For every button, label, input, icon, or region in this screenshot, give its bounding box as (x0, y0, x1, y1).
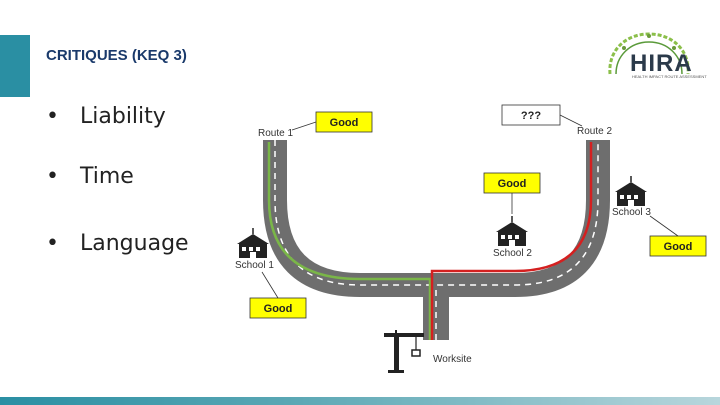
route1-rating-text: Good (330, 117, 359, 129)
bullet-text: Liability (80, 104, 166, 129)
school3-rating-text: Good (664, 241, 693, 253)
route2-rating-text: ??? (521, 110, 541, 122)
route2-label: Route 2 (577, 126, 612, 137)
bullet-dot: • (46, 164, 59, 189)
school1-pointer (261, 271, 279, 299)
slide-title: CRITIQUES (KEQ 3) (46, 47, 187, 64)
bullet-text: Time (80, 164, 134, 189)
school1-rating-text: Good (264, 303, 293, 315)
logo-subtitle: HEALTH IMPACT ROUTE ASSESSMENT (632, 74, 707, 79)
school2-rating-text: Good (498, 178, 527, 190)
bullet-item-liability: • Liability (46, 104, 166, 129)
hira-logo-icon (608, 32, 690, 75)
school2-label: School 2 (493, 248, 532, 259)
school2-building-icon (496, 216, 528, 246)
crane-icon (384, 330, 424, 373)
title-accent-bar (0, 35, 30, 97)
bullet-dot: • (46, 231, 59, 256)
worksite-label: Worksite (433, 354, 472, 365)
school3-building-icon (615, 176, 647, 206)
bullet-item-time: • Time (46, 164, 134, 189)
school1-label: School 1 (235, 260, 274, 271)
route1-line (267, 142, 432, 340)
bullet-dot: • (46, 104, 59, 129)
bullet-item-language: • Language (46, 231, 189, 256)
road (263, 140, 610, 340)
school3-label: School 3 (612, 207, 651, 218)
school1-building-icon (237, 228, 269, 258)
bottom-accent-bar (0, 397, 720, 405)
logo-text: HIRA (630, 50, 693, 77)
route1-label: Route 1 (258, 128, 293, 139)
route1-pointer (291, 121, 317, 131)
route2-pointer (559, 114, 583, 127)
bullet-text: Language (80, 231, 189, 256)
route2-line (430, 142, 593, 340)
school3-pointer (649, 215, 679, 237)
